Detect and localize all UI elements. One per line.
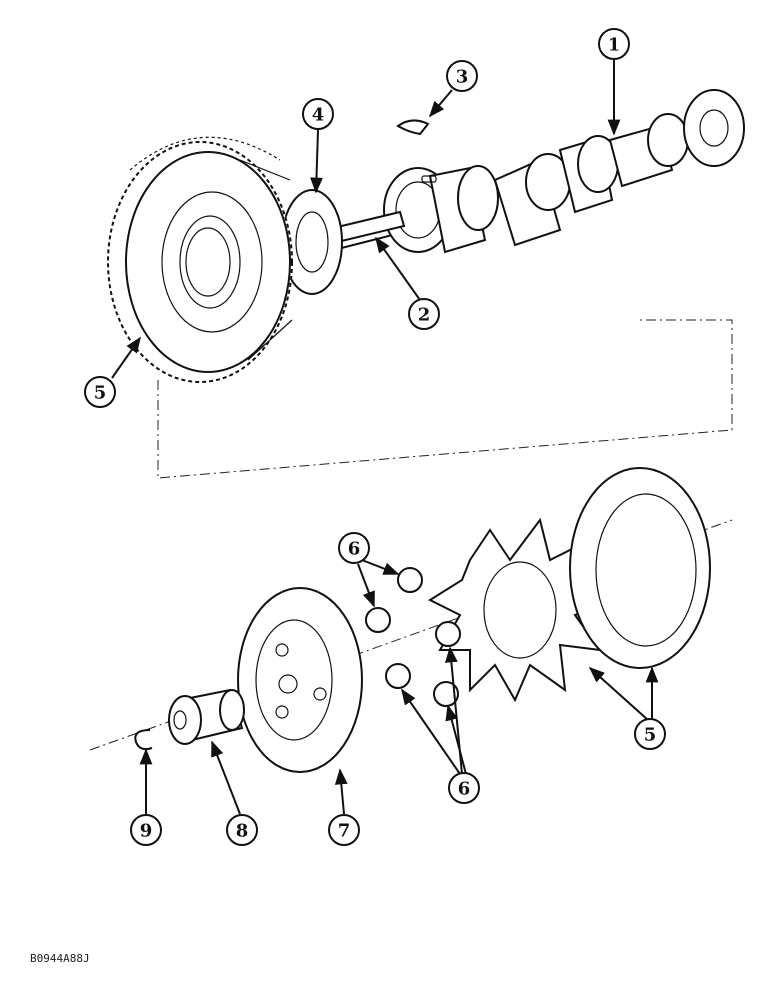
reference-code: B0944A88J (30, 952, 90, 965)
assembly-dashed-outline (157, 319, 733, 479)
leader-6b-c (445, 704, 467, 775)
callout-5a-label: 5 (94, 383, 107, 404)
callout-6a: 6 (338, 532, 370, 564)
cam-gear (107, 136, 293, 383)
callout-3-label: 3 (456, 67, 469, 88)
callout-1-label: 1 (608, 35, 621, 56)
callout-1: 1 (598, 28, 630, 60)
callout-5b-label: 5 (644, 725, 657, 746)
leader-3 (428, 89, 453, 118)
leader-8 (211, 740, 241, 815)
friction-disc (569, 467, 711, 669)
callout-6b: 6 (448, 772, 480, 804)
callout-8: 8 (226, 814, 258, 846)
leader-7 (334, 768, 348, 815)
callout-8-label: 8 (236, 821, 249, 842)
woodruff-key (396, 119, 430, 136)
callout-2-label: 2 (418, 305, 431, 326)
callout-7: 7 (328, 814, 360, 846)
hub (168, 688, 245, 745)
callout-5a: 5 (84, 376, 116, 408)
leader-6a-b (357, 563, 375, 608)
leader-5a (111, 336, 141, 379)
camshaft (298, 89, 745, 258)
callout-9-label: 9 (140, 821, 153, 842)
callout-5b: 5 (634, 718, 666, 750)
leader-4 (310, 129, 323, 194)
callout-6b-label: 6 (458, 779, 471, 800)
leader-2 (375, 236, 421, 301)
leader-6b-a (401, 688, 461, 775)
leader-5b-a (588, 666, 649, 721)
callout-4: 4 (302, 98, 334, 130)
leader-6a-a (361, 559, 400, 575)
governor-plate (237, 587, 363, 773)
snap-ring (134, 729, 153, 751)
balls (365, 567, 461, 707)
callout-3: 3 (446, 60, 478, 92)
callout-7-label: 7 (338, 821, 351, 842)
callout-2: 2 (408, 298, 440, 330)
callout-9: 9 (130, 814, 162, 846)
callout-4-label: 4 (312, 105, 325, 126)
callout-6a-label: 6 (348, 539, 361, 560)
